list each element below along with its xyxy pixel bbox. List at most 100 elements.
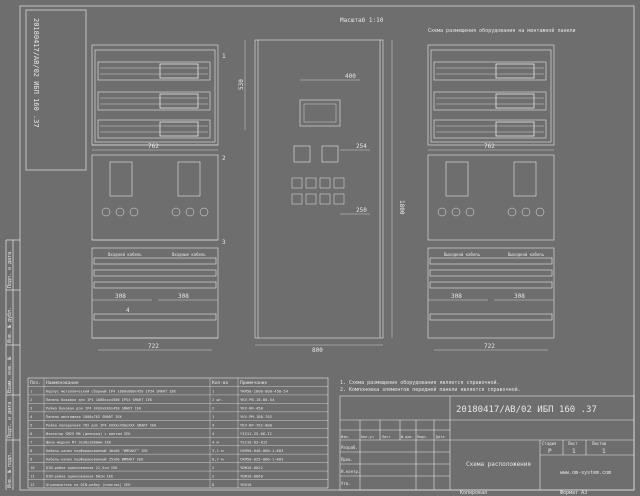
- dim-depth-254: 254: [356, 143, 367, 150]
- panel-view: [427, 44, 555, 351]
- bom-cell: Ограничитель на DIN-рейку (пластик) IEK: [46, 483, 131, 487]
- title-row-labels: Разраб. Пров. Н.контр. Утв.: [341, 445, 360, 486]
- col-header: Кол.уч: [361, 435, 374, 439]
- rail-label: Выходной кабель: [508, 252, 545, 257]
- bom-header: Наименование: [46, 380, 79, 386]
- bom-cell: 3,1 м: [212, 448, 224, 453]
- bom-cell: Панель монтажная 1800x762 SMART IEK: [46, 415, 123, 419]
- bom-cell: Изолятор SM25 M6 (шпилька) с винтом IEK: [46, 432, 131, 436]
- bom-cell: Панель боковая для IP4 1800xxx4500 IP54 …: [46, 397, 153, 402]
- stage-value: Р: [548, 448, 552, 455]
- dim-front-lower3: 308: [451, 293, 462, 300]
- side-view: [244, 39, 393, 346]
- col-header: Подп.: [417, 435, 428, 439]
- callout-4: 4: [126, 307, 130, 314]
- col-header: № док.: [401, 435, 414, 439]
- bom-cell: YDN10-0022: [240, 465, 263, 470]
- dim-front-lower2: 308: [178, 293, 189, 300]
- dim-front-inner: 722: [148, 343, 159, 350]
- bom-cell: Рейка поперечная 762 для IP4 XXXXx450xXX…: [46, 424, 157, 428]
- bom-cell: 3: [30, 406, 32, 411]
- bom-cell: 2: [212, 465, 214, 470]
- strip-label: Взам. инв. №: [7, 357, 13, 393]
- dim-front-lower: 308: [115, 293, 126, 300]
- dim-depth: 800: [312, 347, 323, 354]
- stage-header: Стадия: [542, 441, 556, 446]
- row-label: Пров.: [341, 457, 353, 462]
- bom-cell: YSC10-03-015: [240, 439, 267, 444]
- bom-cell: 2: [212, 473, 214, 478]
- bom-cell: YDN10-0060: [240, 473, 264, 478]
- bom-cell: 1: [212, 414, 215, 419]
- strip-label: Инв. № подл.: [7, 452, 13, 488]
- bom-cell: Шина медная МТ 3x30x1000мм IEK: [46, 440, 112, 444]
- sheet-frame: [19, 5, 635, 491]
- sheets-value: 1: [602, 448, 606, 455]
- dim-depth-400: 400: [345, 73, 356, 80]
- bom-cell: 8,7 м: [212, 456, 224, 461]
- bom-cell: 10: [30, 465, 35, 470]
- dim-depth-250: 250: [356, 207, 367, 214]
- rail-label: Выходной кабель: [444, 252, 481, 257]
- row-label: Утв.: [341, 481, 351, 486]
- rail-label: Входной кабель: [108, 252, 142, 257]
- bom-header: Поз.: [30, 380, 41, 386]
- bom-header: Примечание: [240, 380, 267, 386]
- bom-cell: 8: [212, 482, 215, 487]
- bom-cell: 8: [30, 448, 33, 453]
- bom-cell: 4: [212, 423, 215, 428]
- bom-cell: YKD10: [240, 482, 252, 487]
- bom-cell: 6: [30, 431, 33, 436]
- title-block: [339, 395, 635, 491]
- bom-cell: 2: [30, 397, 32, 402]
- bom-cell: 5: [30, 423, 32, 428]
- dim-height-total: 1800: [398, 200, 405, 215]
- note-2: 2. Компоновка элементов передней панели …: [340, 387, 521, 393]
- bom-cell: 1: [30, 389, 33, 394]
- dim-front-lower4: 308: [514, 293, 525, 300]
- dim-height-530: 530: [238, 79, 245, 90]
- bom-cell: 9: [30, 456, 33, 461]
- bom-cell: YKV-RP-762-800: [240, 423, 273, 428]
- title-doc-code: 20180417/АВ/02 ИБП 160 .37: [456, 405, 597, 415]
- sheets-header: Листов: [592, 441, 606, 446]
- dim-right-bot: 722: [484, 343, 495, 350]
- row-label: Разраб.: [341, 445, 358, 450]
- bom-cell: 7: [30, 439, 32, 444]
- bom-cell: YKV-PB-18-80-54: [240, 397, 275, 402]
- bom-header: Кол-во: [212, 380, 229, 386]
- title-company: www.om-system.com: [560, 470, 611, 476]
- strip-label: Подп. и дата: [7, 252, 13, 288]
- dim-right-top: 762: [484, 143, 495, 150]
- bom-cell: Кабель-канал перфорированный 25x60 ИМПАК…: [46, 456, 144, 461]
- row-label: Н.контр.: [341, 469, 360, 474]
- bom-cell: 2: [212, 406, 214, 411]
- panel-note: Схема размещения оборудования на монтажн…: [428, 27, 576, 34]
- bom-cell: YKV-RR-450: [240, 406, 264, 411]
- bom-cell: YKV-PM-180-762: [240, 414, 272, 419]
- front-view: [91, 44, 219, 351]
- format-label: Формат А3: [560, 490, 587, 496]
- scale-note: Масштаб 1:10: [340, 17, 384, 24]
- bom-cell: 11: [30, 473, 35, 478]
- title-sheet-title: Схема расположения: [466, 461, 531, 468]
- title-col-headers: Изм. Кол.уч Лист № док. Подп. Дата: [341, 435, 444, 439]
- dim-front-width: 762: [148, 143, 159, 150]
- bom-cell: YKM50-1800-800-450-54: [240, 389, 289, 394]
- bom-cell: 12: [30, 482, 35, 487]
- bom-cell: 4: [30, 414, 33, 419]
- bom-cell: DIN-рейка оцинкованная 22,5см IEK: [46, 466, 118, 470]
- callout-2: 2: [222, 155, 226, 162]
- bom-cell: YIS11-25-06-II: [240, 431, 272, 436]
- col-header: Дата: [436, 435, 444, 439]
- sheet-header: Лист: [568, 441, 578, 446]
- doc-code-stamp: 20180417/АВ/02 ИБП 160 .37: [32, 18, 40, 128]
- col-header: Лист: [382, 435, 390, 439]
- sheet-value: 1: [572, 448, 576, 455]
- callout-1: 1: [222, 53, 226, 60]
- strip-label: Инв. № дубл.: [6, 307, 13, 343]
- bom-cell: 2 шт.: [212, 397, 223, 402]
